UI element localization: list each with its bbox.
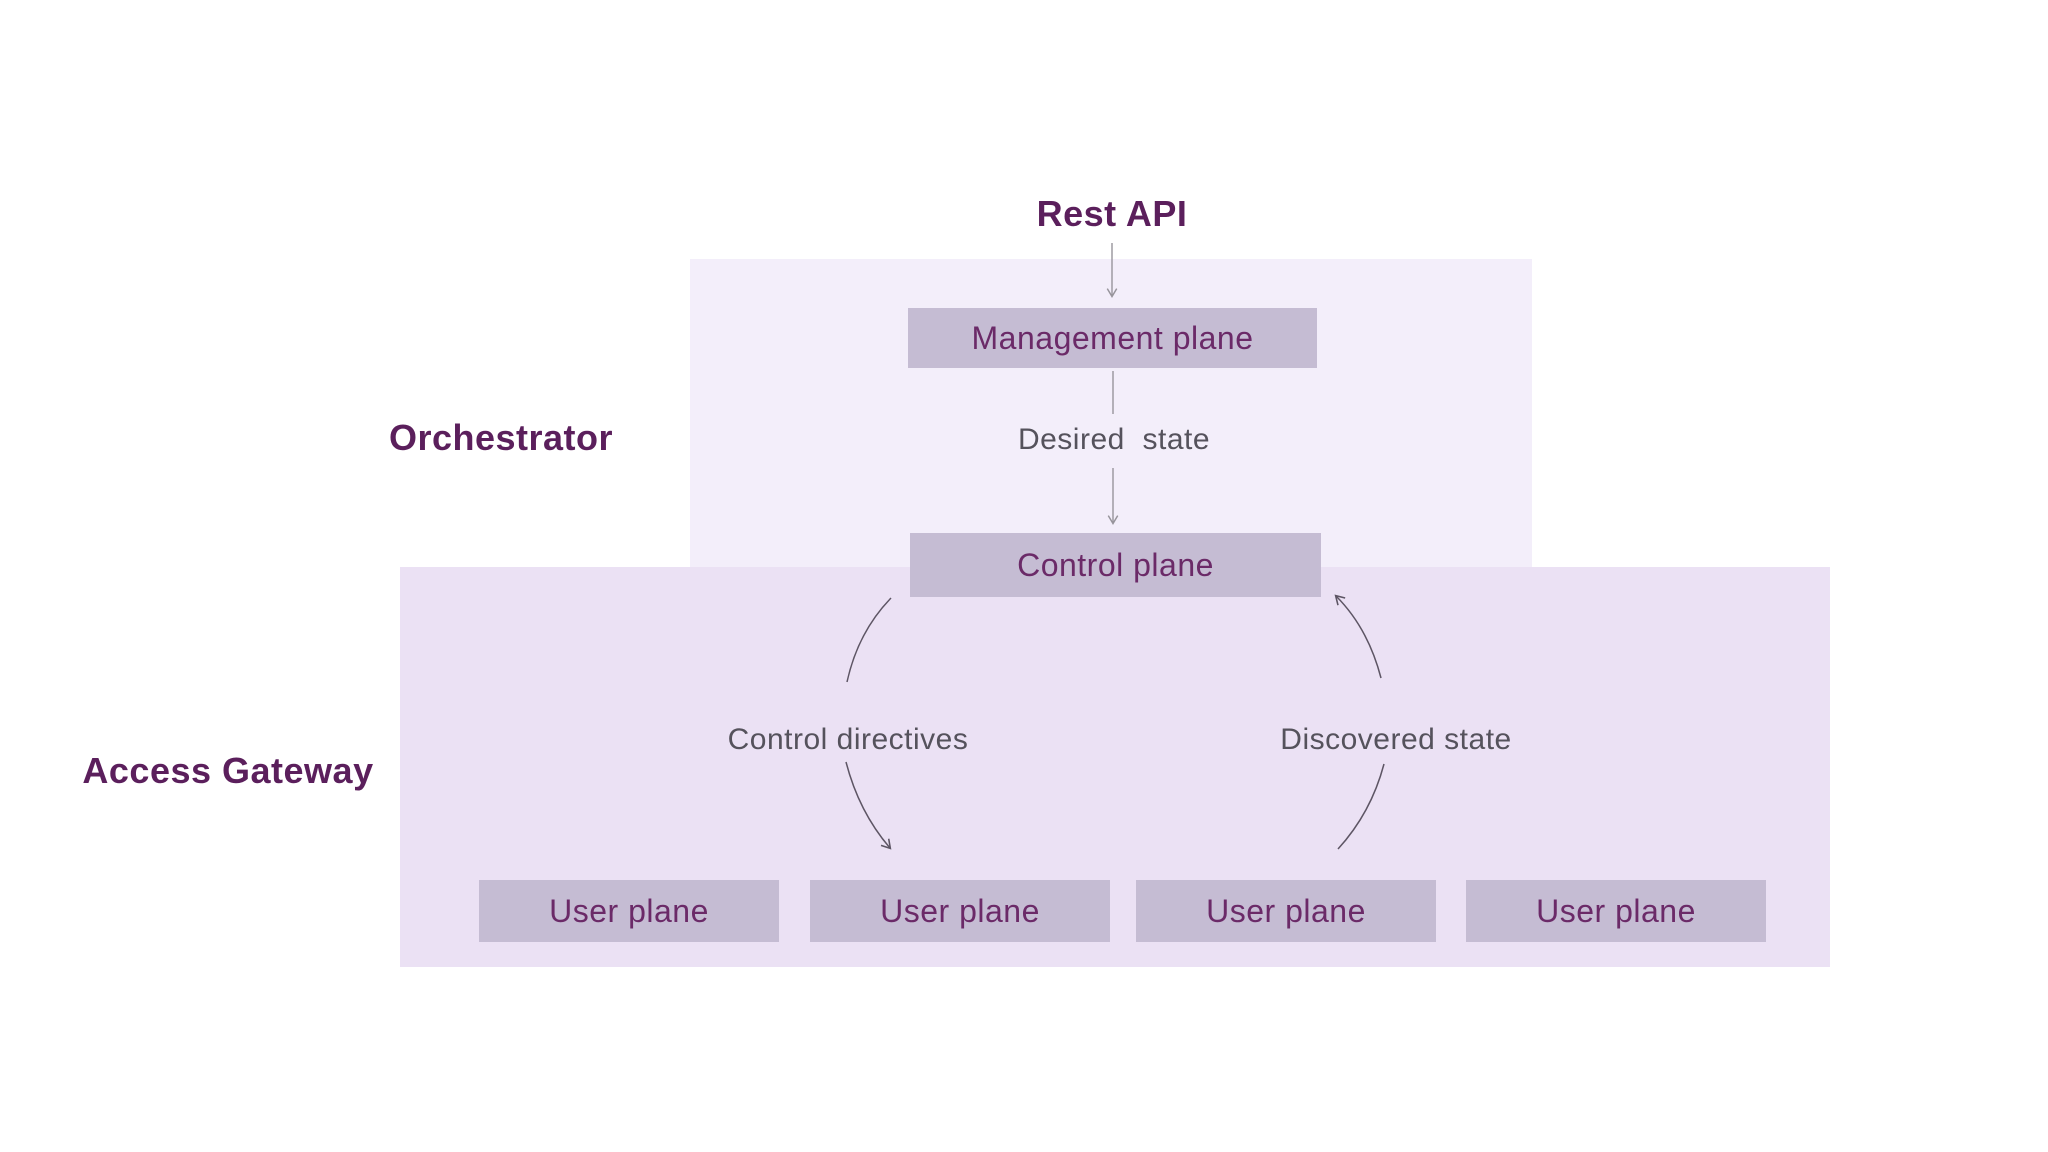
rest-api-title: Rest API <box>1036 193 1188 234</box>
user-plane-box-1: User plane <box>479 880 779 942</box>
user-plane-box-3: User plane <box>1136 880 1436 942</box>
control-plane-box: Control plane <box>910 533 1321 597</box>
discovered-state-label: Discovered state <box>1280 723 1512 756</box>
orchestrator-panel <box>690 259 1532 567</box>
user-plane-box-2: User plane <box>810 880 1110 942</box>
orchestrator-section-label: Orchestrator <box>388 417 614 458</box>
access-gateway-section-label: Access Gateway <box>82 750 374 791</box>
user-plane-box-4: User plane <box>1466 880 1766 942</box>
control-directives-label: Control directives <box>727 723 969 756</box>
management-plane-box: Management plane <box>908 308 1317 368</box>
desired-state-label: Desired state <box>1017 423 1211 456</box>
